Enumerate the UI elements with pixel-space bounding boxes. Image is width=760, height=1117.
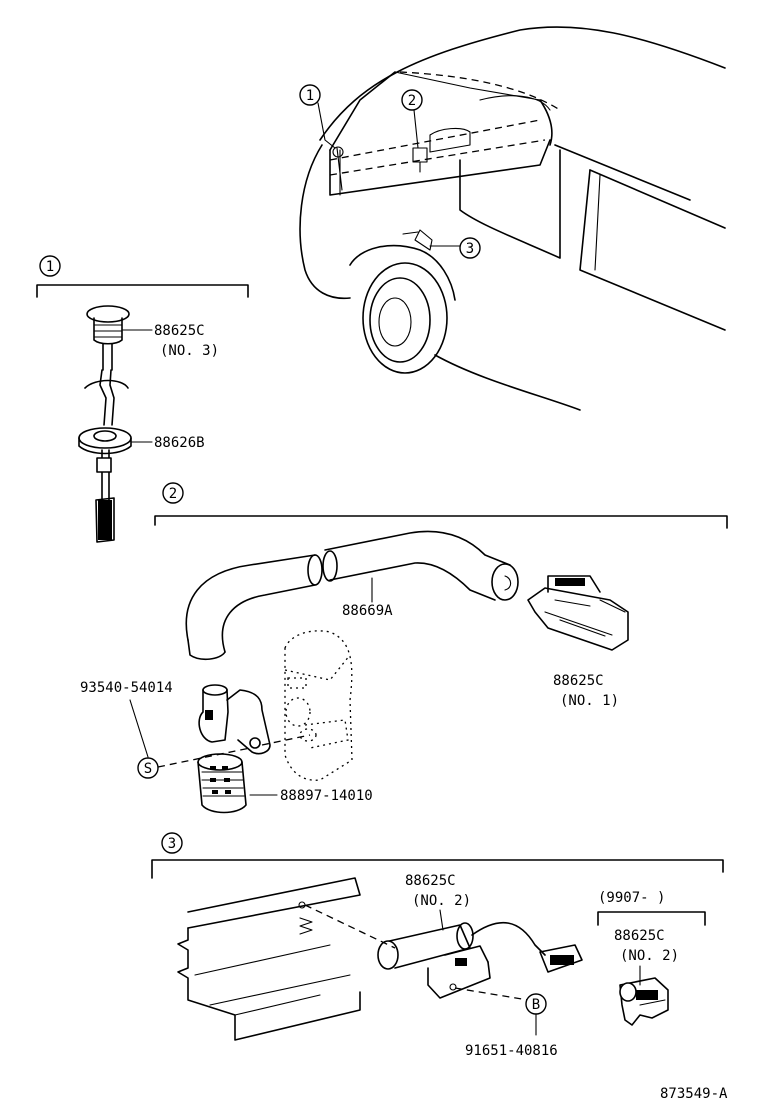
section-3: 3 88625C (NO. 2) B	[151, 832, 724, 1059]
hose-88669a	[185, 530, 519, 661]
part-number-88626b: 88626B	[154, 435, 205, 451]
callout-number: 3	[466, 241, 474, 257]
screw-symbol: S	[144, 761, 152, 777]
section-1-number: 1	[46, 259, 54, 275]
date-range: (9907- )	[598, 890, 665, 906]
part-number-88625c-no1: 88625C	[553, 673, 604, 689]
callout-2-vehicle: 2	[401, 89, 423, 149]
section-3-number: 3	[168, 836, 176, 852]
grommet-no3	[86, 305, 130, 371]
part-note-no3: (NO. 3)	[160, 343, 219, 359]
sensor-88625c-no2	[377, 921, 583, 999]
mounting-plate	[177, 877, 361, 1041]
part-number-88625c-no2-alt: 88625C	[614, 928, 665, 944]
alt-sensor-no2	[619, 977, 669, 1026]
part-number-88897-14010: 88897-14010	[280, 788, 373, 804]
sensor-88625c-no1	[527, 575, 629, 651]
check-valve	[198, 684, 271, 755]
part-number-88625c-no3: 88625C	[154, 323, 205, 339]
part-note-no2: (NO. 2)	[412, 893, 471, 909]
callout-3-vehicle: 3	[429, 237, 481, 259]
part-number-88625c-no2: 88625C	[405, 873, 456, 889]
section-1: 1 88625C (NO. 3) 88626B	[36, 255, 249, 543]
part-number-91651-40816: 91651-40816	[465, 1043, 558, 1059]
callout-number: 2	[408, 93, 416, 109]
part-note-no1: (NO. 1)	[560, 693, 619, 709]
part-number-93540-54014: 93540-54014	[80, 680, 173, 696]
callout-number: 1	[306, 88, 314, 104]
clamp-88626b	[78, 427, 132, 455]
figure-id: 873549-A	[660, 1086, 728, 1102]
callout-1-vehicle: 1	[299, 84, 336, 149]
vehicle-illustration	[299, 26, 726, 411]
section-2-number: 2	[169, 486, 177, 502]
bolt-symbol: B	[532, 997, 540, 1013]
part-number-88669a: 88669A	[342, 603, 393, 619]
part-note-no2-alt: (NO. 2)	[620, 948, 679, 964]
section-2: 2 88669A 88625C (NO. 1)	[80, 482, 728, 814]
filter-88897-14010	[197, 753, 247, 814]
body-panel	[284, 630, 353, 781]
